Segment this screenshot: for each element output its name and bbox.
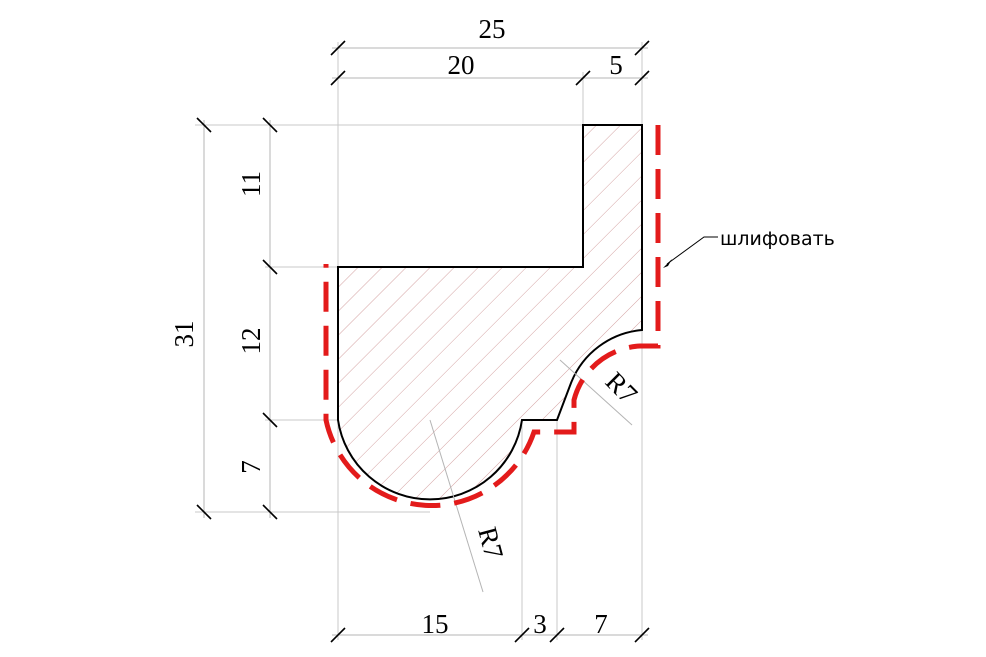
dim-bottom-height: 7 <box>236 460 266 474</box>
dimension-lines <box>203 47 648 636</box>
radius-lower-label: R7 <box>472 524 509 562</box>
profile-section <box>337 124 643 501</box>
dim-top-height: 11 <box>236 171 266 197</box>
dim-bottom-step: 3 <box>533 609 547 639</box>
grind-note-label: шлифовать <box>720 228 835 250</box>
dim-overall-width: 25 <box>479 14 506 44</box>
radius-upper-label: R7 <box>600 366 643 409</box>
dim-bottom-left: 15 <box>422 609 449 639</box>
dim-top-lip-width: 5 <box>609 50 623 80</box>
grind-line <box>323 125 661 509</box>
dim-left-width: 20 <box>448 50 475 80</box>
note-leader <box>663 236 718 268</box>
dimension-ticks <box>196 40 650 643</box>
dim-bottom-right: 7 <box>594 609 608 639</box>
radius-lines <box>429 359 633 593</box>
dim-middle-height: 12 <box>236 328 266 355</box>
dim-overall-height: 31 <box>169 321 199 348</box>
